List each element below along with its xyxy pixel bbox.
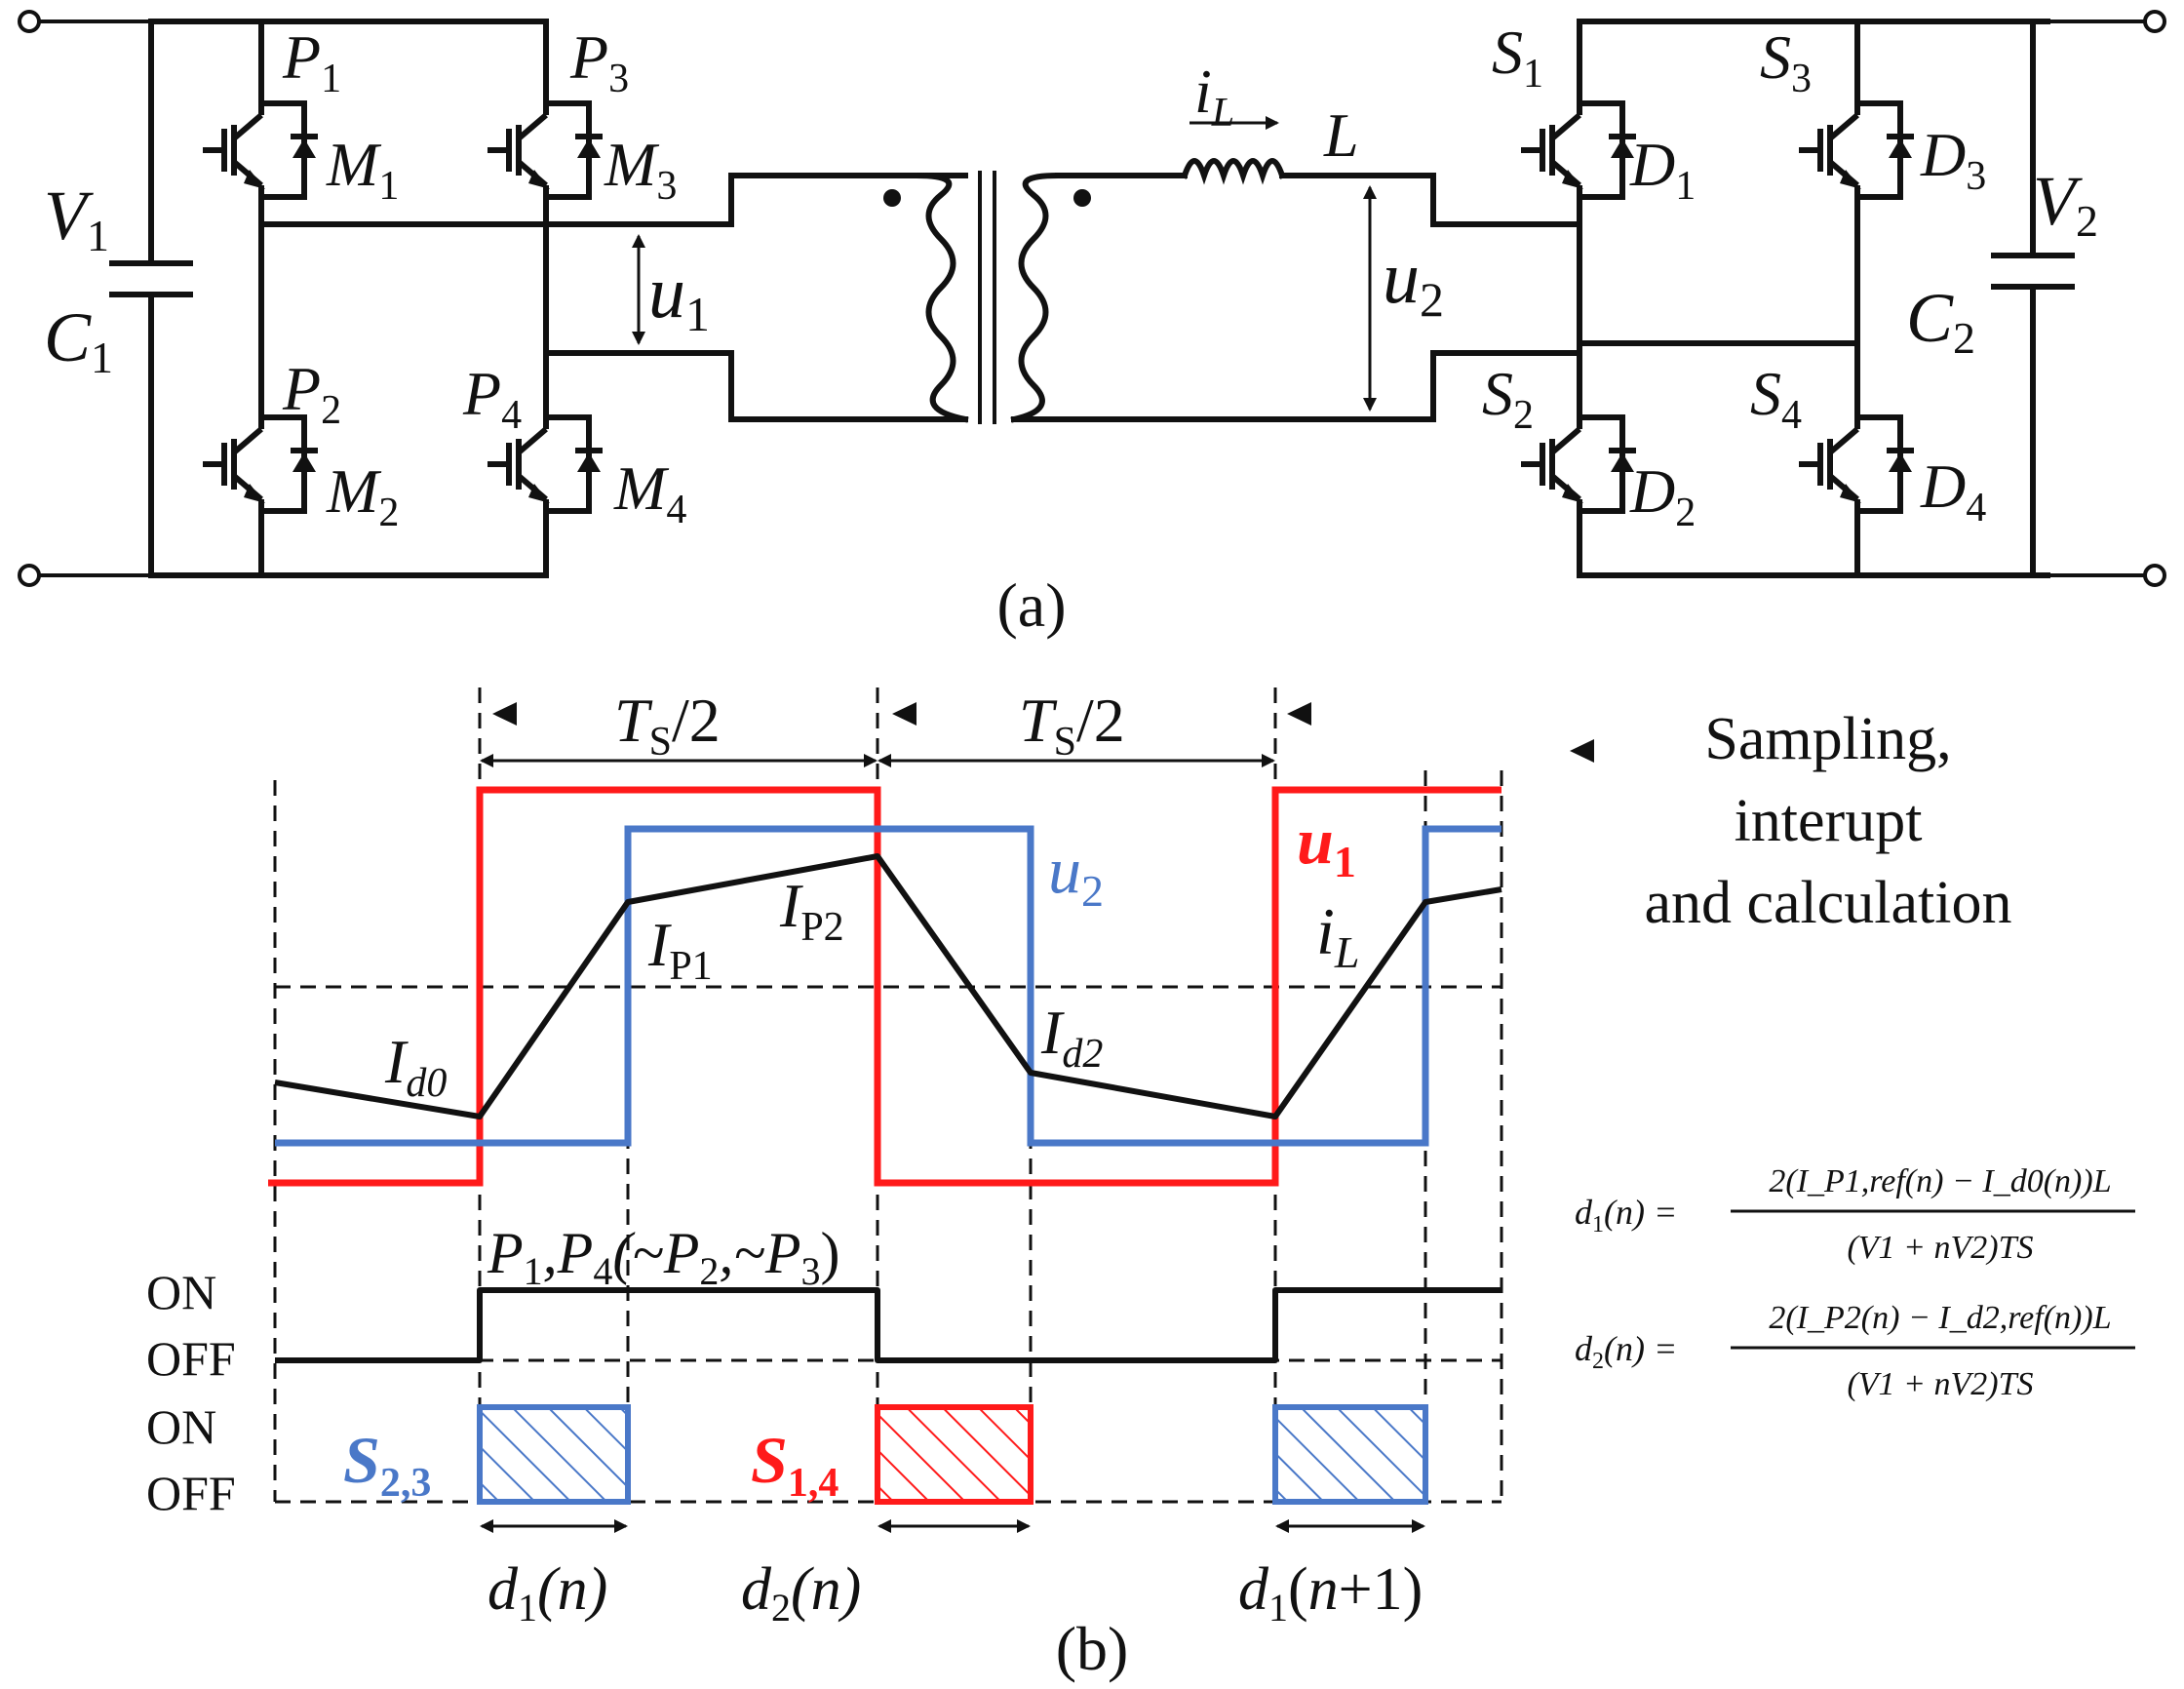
transformer-primary-icon xyxy=(913,172,969,423)
legend-line-1: Sampling, xyxy=(1704,706,1951,772)
label-u1-wave: u1 xyxy=(1297,804,1356,886)
inductor-icon xyxy=(1181,158,1286,185)
gate-signal-p1p4 xyxy=(275,1287,1502,1363)
pulse-s23-1 xyxy=(477,1404,631,1505)
equation-d1: d1(n) = 2(I_P1,ref(n) − I_d0(n))L (V1 + … xyxy=(1575,1163,2135,1266)
label-p2: P2 xyxy=(282,354,341,433)
label-d3: D3 xyxy=(1920,120,1986,199)
label-s14: S1,4 xyxy=(751,1423,838,1506)
label-u2: u2 xyxy=(1383,237,1444,327)
terminal-icon xyxy=(18,10,41,33)
label-p1: P1 xyxy=(282,22,341,101)
terminal-icon xyxy=(2143,10,2166,33)
label-m2: M2 xyxy=(326,456,399,535)
eq2-numerator: 2(I_P2(n) − I_d2,ref(n))L xyxy=(1769,1300,2111,1336)
switch-p3-icon xyxy=(488,88,603,213)
label-gate-signal: P1,P4(~P2,~P3) xyxy=(487,1221,840,1293)
terminal-icon xyxy=(18,564,41,587)
label-c2: C2 xyxy=(1906,279,1975,363)
label-v2: V2 xyxy=(2033,162,2098,246)
label-p4: P4 xyxy=(462,359,522,438)
label-u1: u1 xyxy=(648,252,710,341)
pulse-s14 xyxy=(875,1404,1034,1505)
waveform-u2 xyxy=(275,825,1502,1147)
label-s1: S1 xyxy=(1492,18,1543,97)
eq1-denominator: (V1 + nV2)TS xyxy=(1847,1230,2033,1266)
label-off-2: OFF xyxy=(146,1466,236,1520)
sampling-legend-icon xyxy=(1570,739,1594,763)
label-s23: S2,3 xyxy=(343,1423,431,1506)
caption-panel-b: (b) xyxy=(1056,1614,1129,1683)
label-d1n: d1(n) xyxy=(488,1556,607,1630)
label-v1: V1 xyxy=(44,177,109,260)
eq1-numerator: 2(I_P1,ref(n) − I_d0(n))L xyxy=(1769,1163,2111,1199)
equation-d2: d2(n) = 2(I_P2(n) − I_d2,ref(n))L (V1 + … xyxy=(1575,1300,2135,1402)
label-ts-half-1: TS/2 xyxy=(614,686,721,765)
label-u2-wave: u2 xyxy=(1048,833,1104,916)
transformer-secondary-icon xyxy=(1010,172,1062,423)
label-d1: D1 xyxy=(1629,130,1696,209)
label-d2n: d2(n) xyxy=(741,1556,861,1630)
legend-line-2: interupt xyxy=(1735,788,1923,854)
sampling-marker-icon xyxy=(1287,702,1311,726)
label-on-1: ON xyxy=(146,1265,216,1319)
legend-line-3: and calculation xyxy=(1645,870,2012,936)
label-ts-half-2: TS/2 xyxy=(1019,686,1125,765)
circuit-panel-a: V1 C1 P1 M1 P2 M2 P3 M3 P4 M4 u1 iL L u2… xyxy=(18,10,2166,640)
label-off-1: OFF xyxy=(146,1331,236,1386)
sampling-marker-icon xyxy=(492,702,517,726)
label-il: iL xyxy=(1194,57,1234,136)
switch-s3-icon xyxy=(1799,88,1914,213)
label-d4: D4 xyxy=(1920,452,1986,530)
label-c1: C1 xyxy=(44,298,113,382)
label-m1: M1 xyxy=(326,130,399,209)
switch-p1-icon xyxy=(203,88,318,213)
label-on-2: ON xyxy=(146,1399,216,1454)
polarity-dot-icon xyxy=(1073,189,1091,207)
sampling-marker-icon xyxy=(892,702,916,726)
polarity-dot-icon xyxy=(883,189,901,207)
label-d2: D2 xyxy=(1629,456,1696,535)
label-d1n1: d1(n+1) xyxy=(1238,1556,1423,1630)
caption-panel-a: (a) xyxy=(996,570,1066,640)
label-s4: S4 xyxy=(1750,359,1802,438)
label-ip1: IP1 xyxy=(647,910,713,989)
label-id0: Id0 xyxy=(384,1027,447,1106)
eq2-denominator: (V1 + nV2)TS xyxy=(1847,1366,2033,1402)
switch-s1-icon xyxy=(1521,88,1636,213)
switch-s4-icon xyxy=(1799,402,1914,527)
label-m3: M3 xyxy=(604,130,677,209)
waveform-il xyxy=(274,853,1502,1119)
terminal-icon xyxy=(2143,564,2166,587)
eq2-lhs: d2(n) = xyxy=(1575,1329,1677,1374)
eq1-lhs: d1(n) = xyxy=(1575,1193,1677,1237)
pulse-s23-2 xyxy=(1272,1404,1428,1505)
switch-s2-icon xyxy=(1521,402,1636,527)
timing-panel-b: TS/2 TS/2 Sampling, interupt and calcula… xyxy=(146,686,2135,1683)
label-p3: P3 xyxy=(569,22,629,101)
label-s3: S3 xyxy=(1760,22,1812,101)
label-m4: M4 xyxy=(613,453,686,532)
label-l: L xyxy=(1323,100,1359,170)
label-ip2: IP2 xyxy=(779,871,844,950)
label-s2: S2 xyxy=(1482,359,1534,438)
label-id2: Id2 xyxy=(1040,998,1103,1077)
label-il-wave: iL xyxy=(1316,894,1360,977)
